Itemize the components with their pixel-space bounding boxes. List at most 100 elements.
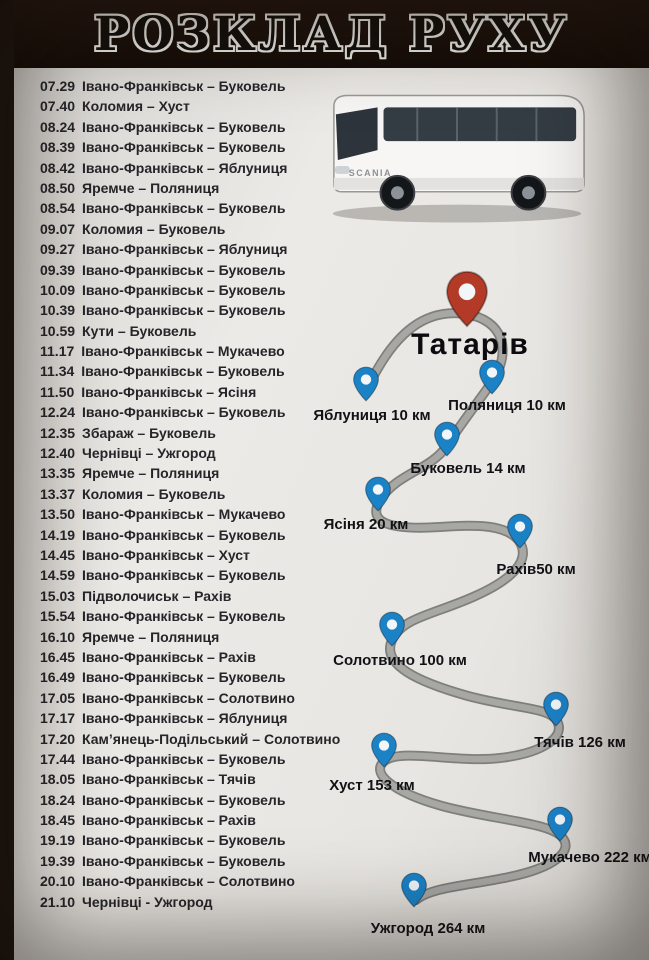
- schedule-row: 14.19 Івано-Франківськ – Буковель: [40, 525, 375, 545]
- route-label: Чернівці - Ужгород: [82, 893, 213, 910]
- schedule-row: 07.40 Коломия – Хуст: [40, 96, 375, 116]
- departure-time: 12.24: [40, 404, 76, 421]
- schedule-row: 17.44 Івано-Франківськ – Буковель: [40, 749, 375, 769]
- schedule-row: 12.24 Івано-Франківськ – Буковель: [40, 402, 375, 422]
- route-label: Івано-Франківськ – Буковель: [82, 750, 286, 767]
- route-label: Кам’янець-Подільський – Солотвино: [82, 730, 341, 747]
- departure-time: 08.54: [40, 200, 76, 217]
- departure-time: 07.40: [40, 98, 76, 115]
- schedule-row: 18.24 Івано-Франківськ – Буковель: [40, 790, 375, 810]
- departure-time: 15.03: [40, 587, 76, 604]
- schedule-row: 10.39 Івано-Франківськ – Буковель: [40, 300, 375, 320]
- route-label: Івано-Франківськ – Буковель: [82, 404, 286, 421]
- departure-time: 10.09: [40, 281, 76, 298]
- route-label: Івано-Франківськ – Тячів: [82, 771, 256, 788]
- schedule-row: 16.45 Івано-Франківськ – Рахів: [40, 647, 375, 667]
- route-label: Івано-Франківськ – Яблуниця: [82, 710, 288, 727]
- route-label: Івано-Франківськ – Буковель: [82, 608, 286, 625]
- schedule-row: 21.10 Чернівці - Ужгород: [40, 892, 375, 912]
- bus-illustration: SCANIA: [318, 86, 596, 239]
- bus-brand-label: SCANIA: [349, 168, 392, 178]
- route-label: Івано-Франківськ – Яблуниця: [82, 159, 288, 176]
- route-label: Чернівці – Ужгород: [82, 445, 216, 462]
- departure-time: 12.35: [40, 424, 76, 441]
- schedule-row: 11.17 Івано-Франківськ – Мукачево: [40, 341, 375, 361]
- schedule-row: 11.34 Івано-Франківськ – Буковель: [40, 361, 375, 381]
- route-label: Івано-Франківськ – Буковель: [82, 791, 286, 808]
- schedule-row: 08.39 Івано-Франківськ – Буковель: [40, 137, 375, 157]
- route-label: Івано-Франківськ – Ясіня: [81, 383, 257, 400]
- departure-time: 17.17: [40, 710, 76, 727]
- schedule-row: 08.24 Івано-Франківськ – Буковель: [40, 117, 375, 137]
- schedule-row: 07.29 Івано-Франківськ – Буковель: [40, 76, 375, 96]
- departure-time: 14.19: [40, 526, 76, 543]
- route-label: Івано-Франківськ – Буковель: [81, 363, 285, 380]
- departure-time: 17.20: [40, 730, 76, 747]
- departure-time: 16.45: [40, 648, 76, 665]
- route-label: Івано-Франківськ – Буковель: [82, 302, 286, 319]
- route-label: Коломия – Хуст: [82, 98, 190, 115]
- schedule-row: 11.50 Івано-Франківськ – Ясіня: [40, 382, 375, 402]
- departure-time: 18.05: [40, 771, 76, 788]
- poster-title: РОЗКЛАД РУХУ: [93, 6, 570, 62]
- route-label: Івано-Франківськ – Буковель: [82, 78, 286, 94]
- departure-time: 08.39: [40, 139, 76, 156]
- route-label: Івано-Франківськ – Солотвино: [82, 689, 295, 706]
- departure-time: 08.50: [40, 179, 76, 196]
- route-label: Івано-Франківськ – Буковель: [82, 261, 286, 278]
- schedule-row: 18.45 Івано-Франківськ – Рахів: [40, 810, 375, 830]
- schedule-row: 08.42 Івано-Франківськ – Яблуниця: [40, 158, 375, 178]
- departure-time: 09.07: [40, 220, 76, 237]
- departure-time: 14.59: [40, 567, 76, 584]
- schedule-row: 17.20 Кам’янець-Подільський – Солотвино: [40, 729, 375, 749]
- departure-time: 13.37: [40, 485, 76, 502]
- departure-time: 11.34: [40, 363, 75, 380]
- departure-time: 21.10: [40, 893, 76, 910]
- route-label: Івано-Франківськ – Буковель: [82, 281, 286, 298]
- departure-time: 10.39: [40, 302, 76, 319]
- route-label: Івано-Франківськ – Буковель: [82, 139, 286, 156]
- departure-time: 07.29: [40, 78, 76, 94]
- schedule-row: 10.09 Івано-Франківськ – Буковель: [40, 280, 375, 300]
- departure-time: 09.27: [40, 241, 76, 258]
- departure-time: 17.05: [40, 689, 76, 706]
- route-label: Яремче – Поляниця: [82, 179, 220, 196]
- route-label: Івано-Франківськ – Рахів: [82, 648, 256, 665]
- schedule-row: 08.50 Яремче – Поляниця: [40, 178, 375, 198]
- departure-time: 17.44: [40, 750, 76, 767]
- departure-time: 08.42: [40, 159, 76, 176]
- title-band: РОЗКЛАД РУХУ: [14, 0, 649, 68]
- route-label: Івано-Франківськ – Мукачево: [81, 343, 285, 360]
- departure-time: 11.17: [40, 343, 75, 360]
- route-label: Івано-Франківськ – Буковель: [82, 118, 286, 135]
- route-label: Івано-Франківськ – Буковель: [82, 832, 286, 849]
- departure-time: 18.45: [40, 812, 76, 829]
- departure-time: 08.24: [40, 118, 76, 135]
- route-label: Івано-Франківськ – Буковель: [82, 526, 286, 543]
- departure-time: 20.10: [40, 873, 76, 890]
- route-label: Кути – Буковель: [82, 322, 197, 339]
- route-label: Івано-Франківськ – Мукачево: [82, 506, 286, 523]
- departure-time: 18.24: [40, 791, 76, 808]
- departure-time: 16.49: [40, 669, 76, 686]
- schedule-row: 15.03 Підволочиськ – Рахів: [40, 586, 375, 606]
- departure-time: 19.19: [40, 832, 76, 849]
- route-label: Підволочиськ – Рахів: [82, 587, 232, 604]
- departure-time: 16.10: [40, 628, 76, 645]
- departure-time: 11.50: [40, 383, 75, 400]
- route-label: Івано-Франківськ – Рахів: [82, 812, 256, 829]
